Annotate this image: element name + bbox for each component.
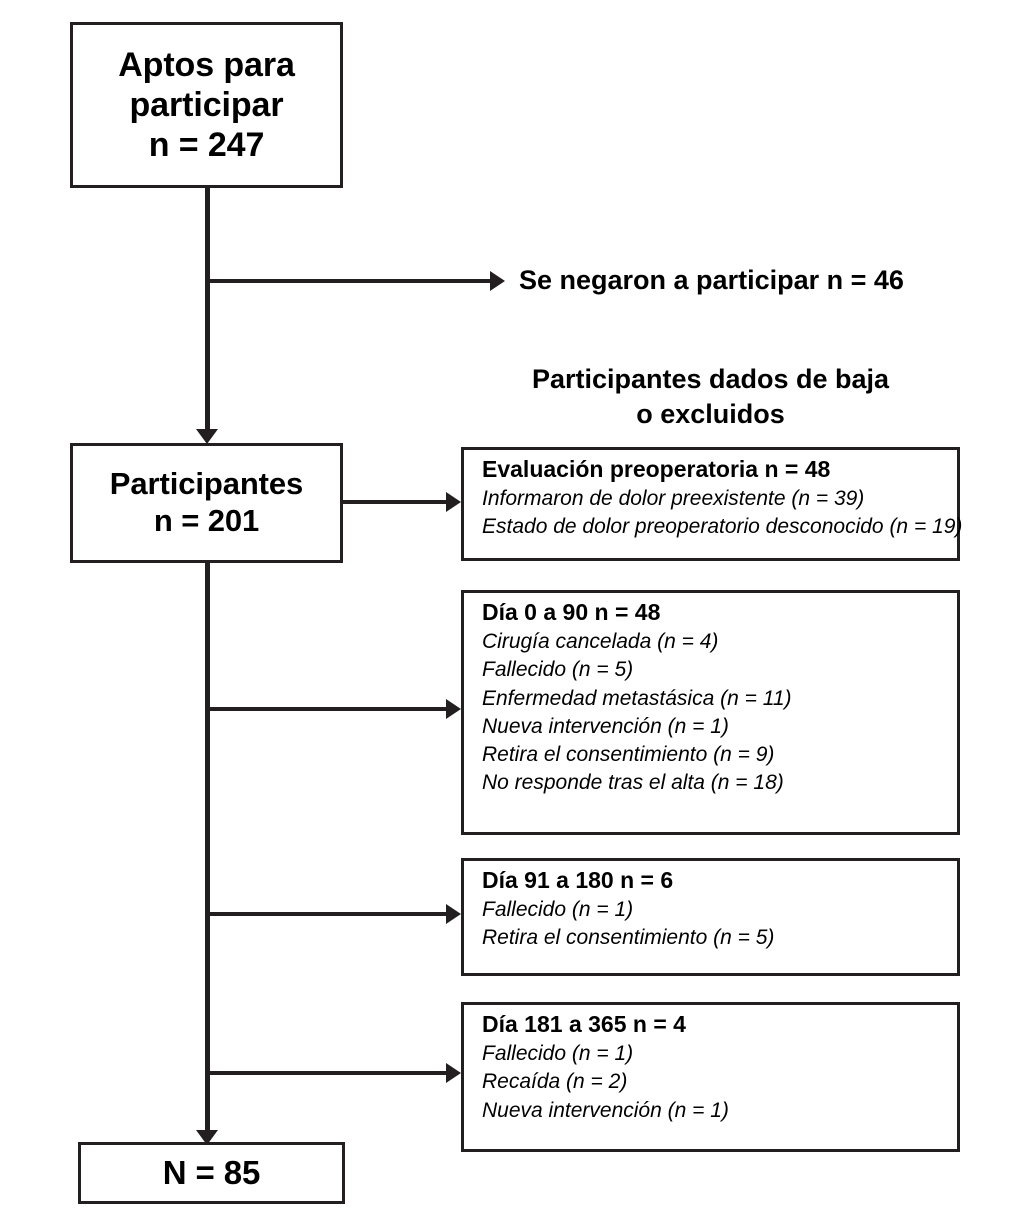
node-participants: Participantes n = 201 [70, 443, 343, 563]
exclusion-box-title: Día 0 a 90 n = 48 [482, 599, 661, 625]
node-final: N = 85 [78, 1142, 345, 1204]
exclusion-box-item: No responde tras el alta (n = 18) [482, 770, 784, 794]
connector-participants-to-final [205, 563, 210, 1135]
exclusion-box-item: Nueva intervención (n = 1) [482, 1098, 729, 1122]
node-final-line1: N = 85 [162, 1153, 261, 1191]
exclusion-box-item: Fallecido (n = 1) [482, 898, 634, 922]
node-participants-line2: n = 201 [153, 503, 260, 538]
exclusion-box-item: Nueva intervención (n = 1) [482, 714, 729, 738]
exclusion-box-item: Fallecido (n = 5) [482, 658, 634, 682]
connector-exclusion-1 [205, 707, 449, 711]
arrowhead-exclusion-3-icon [446, 1063, 461, 1083]
node-eligible-line1: Aptos para [118, 45, 295, 84]
exclusion-box-preoperative: Evaluación preoperatoria n = 48 Informar… [461, 447, 963, 561]
label-excluded-heading-line2: o excluidos [636, 399, 785, 430]
label-excluded-heading: Participantes dados de baja o excluidos [461, 362, 960, 432]
label-excluded-heading-line1: Participantes dados de baja [531, 364, 890, 394]
arrowhead-refused-icon [490, 271, 505, 291]
exclusion-box-item: Retira el consentimiento (n = 9) [482, 742, 775, 766]
connector-exclusion-0 [343, 500, 449, 504]
node-eligible-line3: n = 247 [148, 126, 265, 165]
arrowhead-participants-icon [196, 429, 218, 444]
exclusion-box-title: Evaluación preoperatoria n = 48 [482, 456, 831, 482]
label-refused: Se negaron a participar n = 46 [519, 265, 904, 295]
connector-exclusion-2 [205, 912, 449, 916]
exclusion-box-item: Estado de dolor preoperatorio desconocid… [482, 515, 963, 539]
exclusion-box-item: Recaída (n = 2) [482, 1070, 628, 1094]
node-eligible: Aptos para participar n = 247 [70, 22, 343, 188]
node-eligible-line2: participar [129, 85, 284, 124]
arrowhead-final-icon [196, 1130, 218, 1145]
exclusion-box-item: Cirugía cancelada (n = 4) [482, 630, 719, 654]
arrowhead-exclusion-2-icon [446, 904, 461, 924]
connector-exclusion-3 [205, 1071, 449, 1075]
exclusion-box-title: Día 91 a 180 n = 6 [482, 867, 674, 893]
connector-eligible-to-participants [205, 188, 210, 431]
exclusion-box-item: Fallecido (n = 1) [482, 1042, 634, 1066]
node-participants-line1: Participantes [109, 466, 304, 502]
arrowhead-exclusion-1-icon [446, 699, 461, 719]
exclusion-box-day-181-365: Día 181 a 365 n = 4 Fallecido (n = 1) Re… [461, 1002, 960, 1152]
connector-refused-branch [205, 279, 493, 283]
arrowhead-exclusion-0-icon [446, 492, 461, 512]
exclusion-box-item: Retira el consentimiento (n = 5) [482, 926, 775, 950]
exclusion-box-title: Día 181 a 365 n = 4 [482, 1011, 686, 1037]
exclusion-box-day-91-180: Día 91 a 180 n = 6 Fallecido (n = 1) Ret… [461, 858, 960, 976]
exclusion-box-day-0-90: Día 0 a 90 n = 48 Cirugía cancelada (n =… [461, 590, 960, 835]
exclusion-box-item: Informaron de dolor preexistente (n = 39… [482, 487, 865, 511]
exclusion-box-item: Enfermedad metastásica (n = 11) [482, 686, 792, 710]
